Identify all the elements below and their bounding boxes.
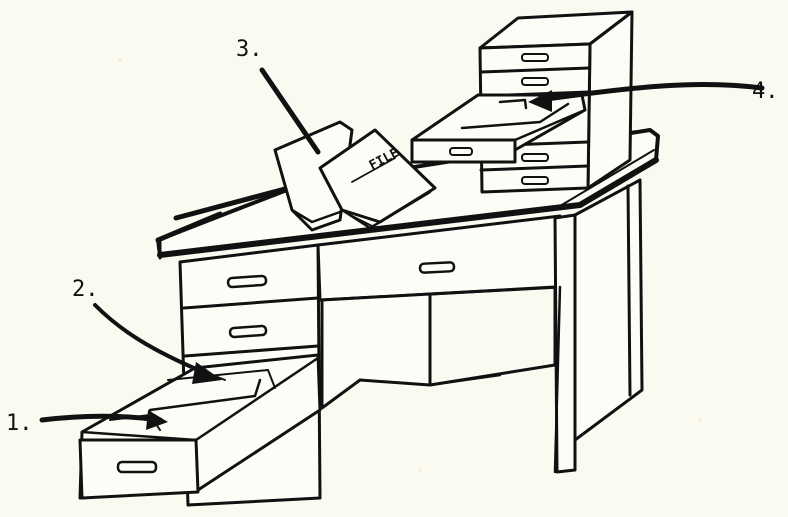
open-drawer-handle [118, 462, 156, 472]
label-three: 3. [236, 37, 263, 62]
drawer-handle-top [228, 276, 267, 288]
label-two: 2. [72, 277, 99, 302]
label-four: 4. [752, 79, 779, 104]
drawer-handle-center [420, 262, 454, 273]
drawer-handle-middle [230, 326, 267, 337]
label-one: 1. [6, 411, 33, 436]
